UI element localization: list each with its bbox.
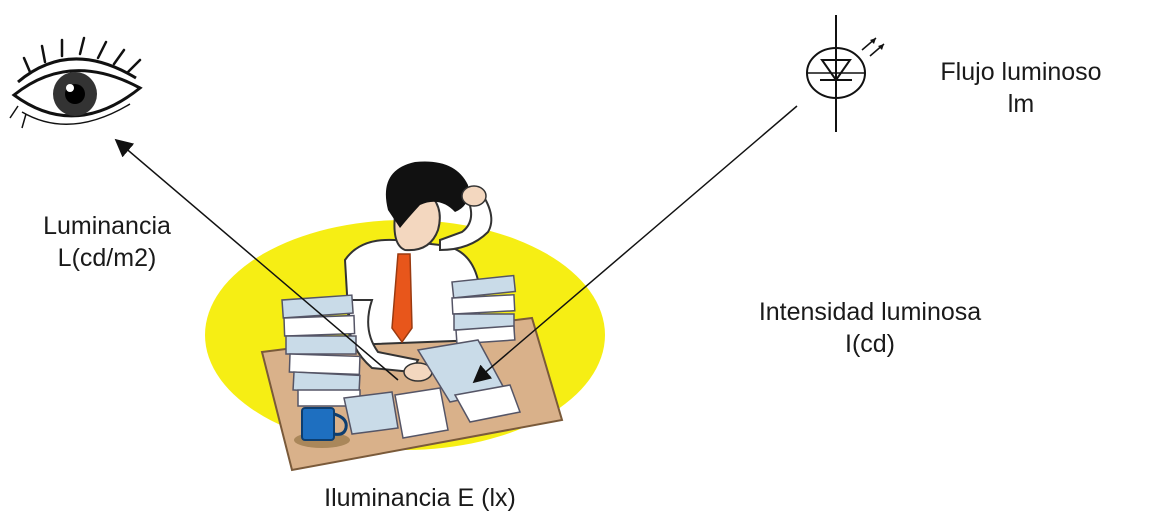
luminance-label: Luminancia L(cd/m2) [12, 210, 202, 274]
luminous-intensity-unit: I(cd) [845, 330, 895, 358]
luminous-intensity-name: Intensidad luminosa [758, 298, 982, 326]
coffee-mug [294, 407, 350, 448]
luminous-flux-unit: lm [1007, 90, 1035, 118]
intensity-arrow [472, 105, 798, 384]
luminous-flux-label: Flujo luminoso lm [926, 56, 1116, 120]
luminous-intensity-label: Intensidad luminosa I(cd) [700, 296, 1040, 360]
illuminance-label: Iluminancia E (lx) [250, 482, 590, 514]
luminance-name: Luminancia [43, 212, 171, 240]
loose-papers [343, 339, 522, 439]
luminance-arrow [114, 138, 399, 381]
luminance-unit: L(cd/m2) [57, 244, 157, 272]
tie [391, 253, 413, 344]
paper-stack-left [281, 294, 361, 407]
eye-icon [9, 36, 143, 129]
illuminance-text: Iluminancia E (lx) [324, 484, 516, 512]
luminous-flux-name: Flujo luminoso [940, 58, 1102, 86]
paper-stack-right [451, 274, 517, 345]
worker-figure [343, 161, 493, 382]
lamp-diode-icon [806, 15, 885, 132]
